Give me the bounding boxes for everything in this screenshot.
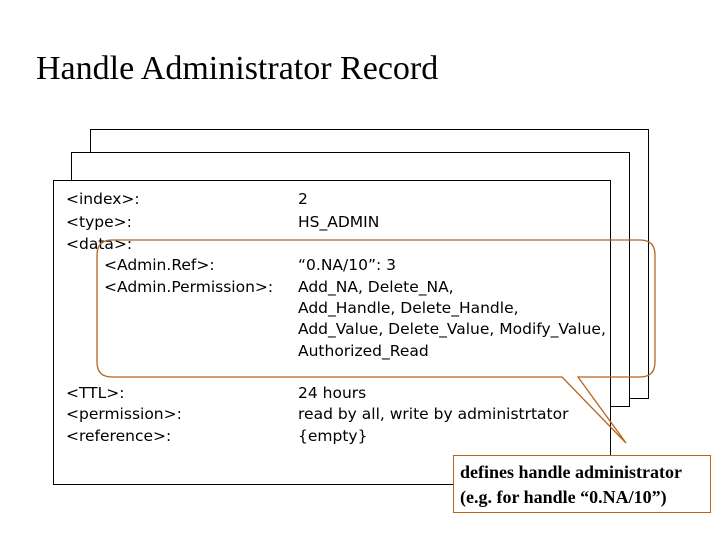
slide-title: Handle Administrator Record: [36, 50, 439, 87]
ttl-value: 24 hours: [298, 384, 367, 402]
index-label: <index>:: [66, 190, 140, 208]
adminref-value: “0.NA/10”: 3: [298, 256, 397, 274]
permission-value: read by all, write by administrtator: [298, 405, 569, 423]
reference-value: {empty}: [298, 427, 368, 445]
reference-label: <reference>:: [66, 427, 172, 445]
type-value: HS_ADMIN: [298, 213, 380, 231]
permission-line: Authorized_Read: [298, 342, 429, 360]
type-label: <type>:: [66, 213, 132, 231]
permission-line: Add_NA, Delete_NA,: [298, 278, 454, 296]
callout-line-2: (e.g. for handle “0.NA/10”): [460, 487, 667, 507]
callout-line-1: defines handle administrator: [460, 462, 683, 482]
index-value: 2: [298, 190, 308, 208]
adminref-label: <Admin.Ref>:: [104, 256, 215, 274]
callout-note: defines handle administrator (e.g. for h…: [453, 455, 711, 513]
permission-label: <permission>:: [66, 405, 182, 423]
record-card-front: [53, 180, 611, 485]
ttl-label: <TTL>:: [66, 384, 125, 402]
permission-line: Add_Handle, Delete_Handle,: [298, 299, 519, 317]
adminpermission-label: <Admin.Permission>:: [104, 278, 274, 296]
permission-line: Add_Value, Delete_Value, Modify_Value,: [298, 320, 606, 338]
